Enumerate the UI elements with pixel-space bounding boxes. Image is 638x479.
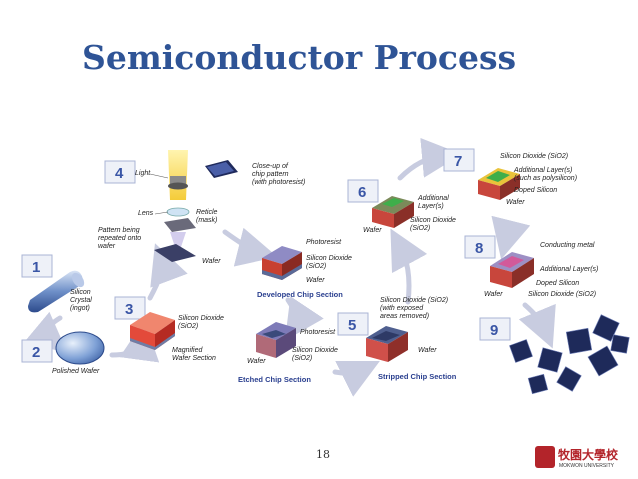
s7-wafer-label: Wafer — [506, 199, 525, 206]
flow-arrows — [23, 137, 556, 397]
s3-sio2-label-2: (SiO2) — [178, 323, 198, 330]
step-5-box: 5 — [337, 312, 369, 336]
strip-sio2-label-1: Silicon Dioxide (SiO2) — [380, 297, 448, 304]
s8-metal-label: Conducting metal — [540, 242, 595, 249]
etch-sio2-label-1: Silicon Dioxide — [292, 347, 338, 354]
svg-text:2: 2 — [32, 344, 40, 361]
svg-text:3: 3 — [125, 301, 133, 318]
s6-additional-label-1: Additional — [417, 195, 449, 202]
dev-photoresist-label: Photoresist — [306, 239, 342, 246]
pattern-label-1: Pattern being — [98, 227, 140, 234]
ingot-label-1: Silicon — [70, 289, 91, 296]
s7-doped-label: Doped Silicon — [514, 187, 557, 194]
step-6-box: 6 — [347, 179, 379, 203]
step-4-box: 4 — [104, 160, 136, 184]
ingot-label-2: Crystal — [70, 297, 92, 304]
closeup-label-3: (with photoresist) — [252, 179, 305, 186]
silicon-ingot — [28, 270, 85, 313]
ingot-label-3: (ingot) — [70, 305, 90, 312]
s6-sio2-label-1: Silicon Dioxide — [410, 217, 456, 224]
dev-sio2-label-1: Silicon Dioxide — [306, 255, 352, 262]
magnified-wafer-section — [130, 312, 175, 350]
polished-wafer-label: Polished Wafer — [52, 368, 100, 375]
s6-additional-label-2: Layer(s) — [418, 203, 444, 210]
logo-emblem-icon — [535, 446, 555, 468]
s7-additional-label-2: (such as polysilicon) — [514, 175, 577, 182]
s3-magnified-label-2: Wafer Section — [172, 355, 216, 362]
strip-sio2-label-3: areas removed) — [380, 313, 429, 320]
strip-wafer-label: Wafer — [418, 347, 437, 354]
step-9-box: 9 — [479, 317, 511, 341]
etch-wafer-label: Wafer — [247, 358, 266, 365]
s4-wafer-label: Wafer — [202, 258, 221, 265]
s3-sio2-label-1: Silicon Dioxide — [178, 315, 224, 322]
svg-text:5: 5 — [348, 317, 356, 334]
s8-additional-label: Additional Layer(s) — [539, 266, 598, 273]
step-8-box: 8 — [464, 235, 496, 259]
page-title: Semiconductor Process — [82, 38, 517, 77]
closeup-label-2: chip pattern — [252, 171, 289, 178]
s8-sio2-label: Silicon Dioxide (SiO2) — [528, 291, 596, 298]
svg-text:4: 4 — [115, 165, 124, 182]
svg-text:6: 6 — [358, 184, 366, 201]
step-7-chip-section — [478, 168, 520, 200]
logo-name-cn: 牧園大學校 — [558, 448, 619, 462]
step-6-chip-section — [372, 196, 414, 228]
s8-wafer-label: Wafer — [484, 291, 503, 298]
step-2-box: 2 — [21, 339, 53, 363]
s6-wafer-label: Wafer — [363, 227, 382, 234]
s3-magnified-label-1: Magnified — [172, 347, 203, 354]
svg-text:9: 9 — [490, 322, 498, 339]
etch-sio2-label-2: (SiO2) — [292, 355, 312, 362]
step-8-chip-section — [490, 252, 534, 288]
stripped-chip-section — [366, 326, 408, 362]
dev-wafer-label: Wafer — [306, 277, 325, 284]
dev-sio2-label-2: (SiO2) — [306, 263, 326, 270]
pattern-label-2: repeated onto — [98, 235, 141, 242]
light-label: Light — [135, 170, 151, 177]
reticle-label-1: Reticle — [196, 209, 218, 216]
s7-sio2-label: Silicon Dioxide (SiO2) — [500, 153, 568, 160]
strip-sio2-label-2: (with exposed — [380, 305, 424, 312]
page-number: 18 — [316, 448, 330, 461]
s7-additional-label-1: Additional Layer(s) — [513, 167, 572, 174]
step-3-box: 3 — [114, 296, 146, 320]
reticle-label-2: (mask) — [196, 217, 217, 224]
svg-text:8: 8 — [475, 240, 483, 257]
lithography-apparatus — [149, 150, 238, 262]
pattern-label-3: wafer — [98, 243, 116, 250]
s8-doped-label: Doped Silicon — [536, 280, 579, 287]
step-1-box: 1 — [21, 254, 53, 278]
university-logo: 牧園大學校 MOKWON UNIVERSITY — [535, 444, 635, 474]
step-7-box: 7 — [443, 148, 475, 172]
lens-label: Lens — [138, 210, 154, 217]
svg-text:7: 7 — [454, 153, 462, 170]
stripped-section-title: Stripped Chip Section — [378, 372, 457, 381]
logo-name-en: MOKWON UNIVERSITY — [559, 463, 615, 469]
s6-sio2-label-2: (SiO2) — [410, 225, 430, 232]
diced-chips — [509, 314, 630, 395]
polished-wafer — [55, 331, 105, 365]
developed-section-title: Developed Chip Section — [257, 290, 343, 299]
etched-chip-section — [256, 322, 296, 358]
etch-photoresist-label: Photoresist — [300, 329, 336, 336]
svg-text:1: 1 — [32, 259, 40, 276]
etched-section-title: Etched Chip Section — [238, 375, 311, 384]
closeup-label-1: Close-up of — [252, 163, 289, 170]
developed-chip-section — [262, 246, 302, 280]
